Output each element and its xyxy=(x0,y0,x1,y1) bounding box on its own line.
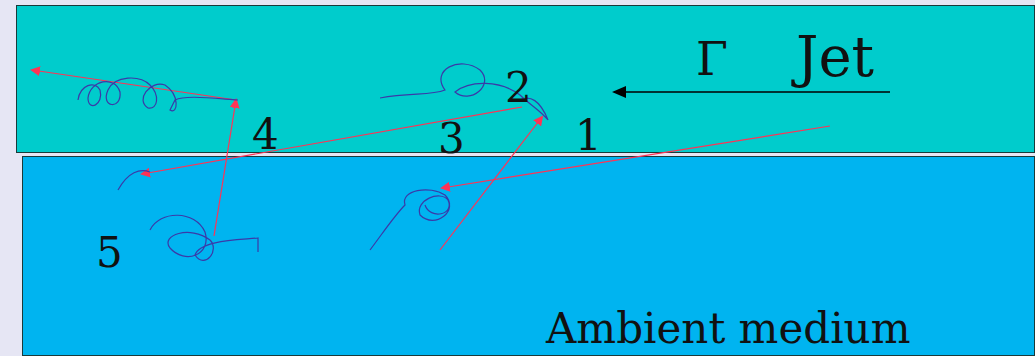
jet-flow-arrow xyxy=(614,91,890,93)
callout-number: 4 xyxy=(252,114,279,156)
particle-trajectory xyxy=(142,107,522,174)
illustration-group xyxy=(32,64,890,260)
particle-squiggle xyxy=(118,171,258,261)
particle-squiggle xyxy=(370,190,450,250)
callout-number: 2 xyxy=(505,67,532,109)
particle-trajectory xyxy=(214,100,236,236)
callout-number: 1 xyxy=(575,115,602,157)
particle-squiggle xyxy=(380,64,548,120)
particle-squiggle xyxy=(78,78,238,111)
callout-number: 3 xyxy=(438,118,465,160)
symbol-label: Γ xyxy=(696,36,728,82)
region-name: Ambient medium xyxy=(546,308,911,350)
particle-trajectory xyxy=(442,126,830,188)
region-name: Jet xyxy=(796,29,874,85)
ambient-band: Ambient medium xyxy=(22,156,1035,356)
callout-number: 5 xyxy=(96,232,123,274)
particle-trajectory xyxy=(32,70,236,100)
